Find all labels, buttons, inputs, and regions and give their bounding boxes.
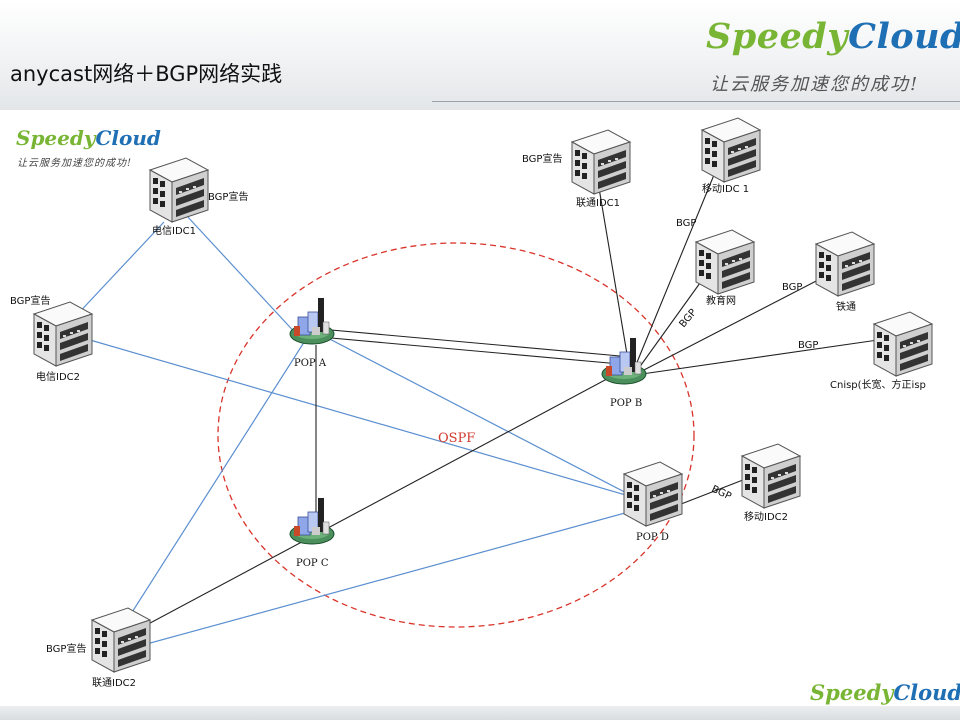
server-cnisp xyxy=(873,311,933,377)
label-railway: 铁通 xyxy=(836,300,856,313)
server-ct-idc2 xyxy=(33,301,93,367)
label-pop-b: POP B xyxy=(610,398,642,409)
server-edu xyxy=(695,229,755,295)
label-bgp-announce-cu2: BGP宣告 xyxy=(46,642,86,655)
link-popd-cm2 xyxy=(675,477,749,507)
server-cm-idc1 xyxy=(701,117,761,183)
label-cm-idc2: 移动IDC2 xyxy=(744,510,788,523)
link-popb-railway xyxy=(639,277,823,373)
link-ct2-popd xyxy=(89,339,651,503)
label-ct-idc2: 电信IDC2 xyxy=(36,370,80,383)
label-bgp-railway: BGP xyxy=(782,282,802,293)
slide-title: anycast网络＋BGP网络实践 xyxy=(10,62,283,86)
label-bgp-announce-ct2: BGP宣告 xyxy=(10,294,50,307)
label-bgp-cnisp: BGP xyxy=(798,340,818,351)
link-popb-edu xyxy=(635,275,706,373)
header-band xyxy=(0,0,960,110)
label-pop-c: POP C xyxy=(296,558,329,569)
footer-logo-speedy: Speedy xyxy=(810,680,894,705)
label-cu-idc2: 联通IDC2 xyxy=(92,677,136,689)
label-cu-idc1: 联通IDC1 xyxy=(576,197,620,209)
footer-band xyxy=(0,706,960,720)
pop-b-icon xyxy=(601,337,647,385)
link-popb-cu1 xyxy=(597,181,631,373)
brand-slogan: 让云服务加速您的成功! xyxy=(710,74,920,95)
footer-logo-cloud: Cloud xyxy=(893,680,960,705)
link-popa-popb-2 xyxy=(319,336,621,365)
label-cm-idc1: 移动IDC 1 xyxy=(702,182,749,195)
link-popb-cu2 xyxy=(121,371,621,639)
server-railway xyxy=(815,231,875,297)
blue-links xyxy=(73,214,651,649)
brand-speedy: Speedy xyxy=(706,16,849,57)
label-bgp-cm2: BGP xyxy=(710,484,733,503)
label-bgp-cm1: BGP xyxy=(676,218,696,229)
link-cu2-popd xyxy=(131,509,637,649)
server-cu-idc2 xyxy=(91,607,151,673)
link-ct1-ct2 xyxy=(73,221,165,319)
black-links xyxy=(121,169,879,639)
header-divider xyxy=(432,101,960,102)
label-cnisp: Cnisp(长宽、方正isp xyxy=(830,378,926,391)
label-ospf: OSPF xyxy=(438,431,475,446)
label-pop-a: POP A xyxy=(294,358,327,369)
diagram-logo-speedy: Speedy xyxy=(16,126,96,150)
footer-logo: SpeedyCloud® xyxy=(810,680,960,705)
label-bgp-announce-cu1: BGP宣告 xyxy=(522,152,562,165)
pop-c-icon xyxy=(289,497,335,545)
label-ct-idc1: 电信IDC1 xyxy=(152,224,196,237)
link-popb-cm1 xyxy=(632,169,717,373)
diagram-logo-cloud: Cloud xyxy=(95,126,161,150)
brand-cloud: Cloud xyxy=(848,16,960,57)
link-popa-cu2 xyxy=(121,335,309,629)
server-cu-idc1 xyxy=(571,129,631,195)
link-popa-popd xyxy=(319,333,641,501)
server-pop-d xyxy=(623,461,683,527)
diagram-logo: SpeedyCloud xyxy=(16,126,161,150)
ospf-area-circle xyxy=(217,242,695,628)
network-diagram: 电信IDC1 电信IDC2 联通IDC2 联通IDC1 移动IDC 1 教育网 … xyxy=(10,117,933,689)
server-cm-idc2 xyxy=(741,443,801,509)
label-pop-d: POP D xyxy=(636,532,669,543)
label-edu: 教育网 xyxy=(706,294,736,307)
server-ct-idc1 xyxy=(149,157,209,223)
diagram-slogan: 让云服务加速您的成功! xyxy=(17,158,133,169)
label-bgp-announce-ct1: BGP宣告 xyxy=(208,190,248,203)
brand-logo: SpeedyCloud xyxy=(706,16,960,57)
pop-a-icon xyxy=(289,297,335,345)
link-ct1-popa xyxy=(185,214,301,339)
link-popb-cnisp xyxy=(641,339,879,375)
link-popa-popb-1 xyxy=(319,328,621,357)
